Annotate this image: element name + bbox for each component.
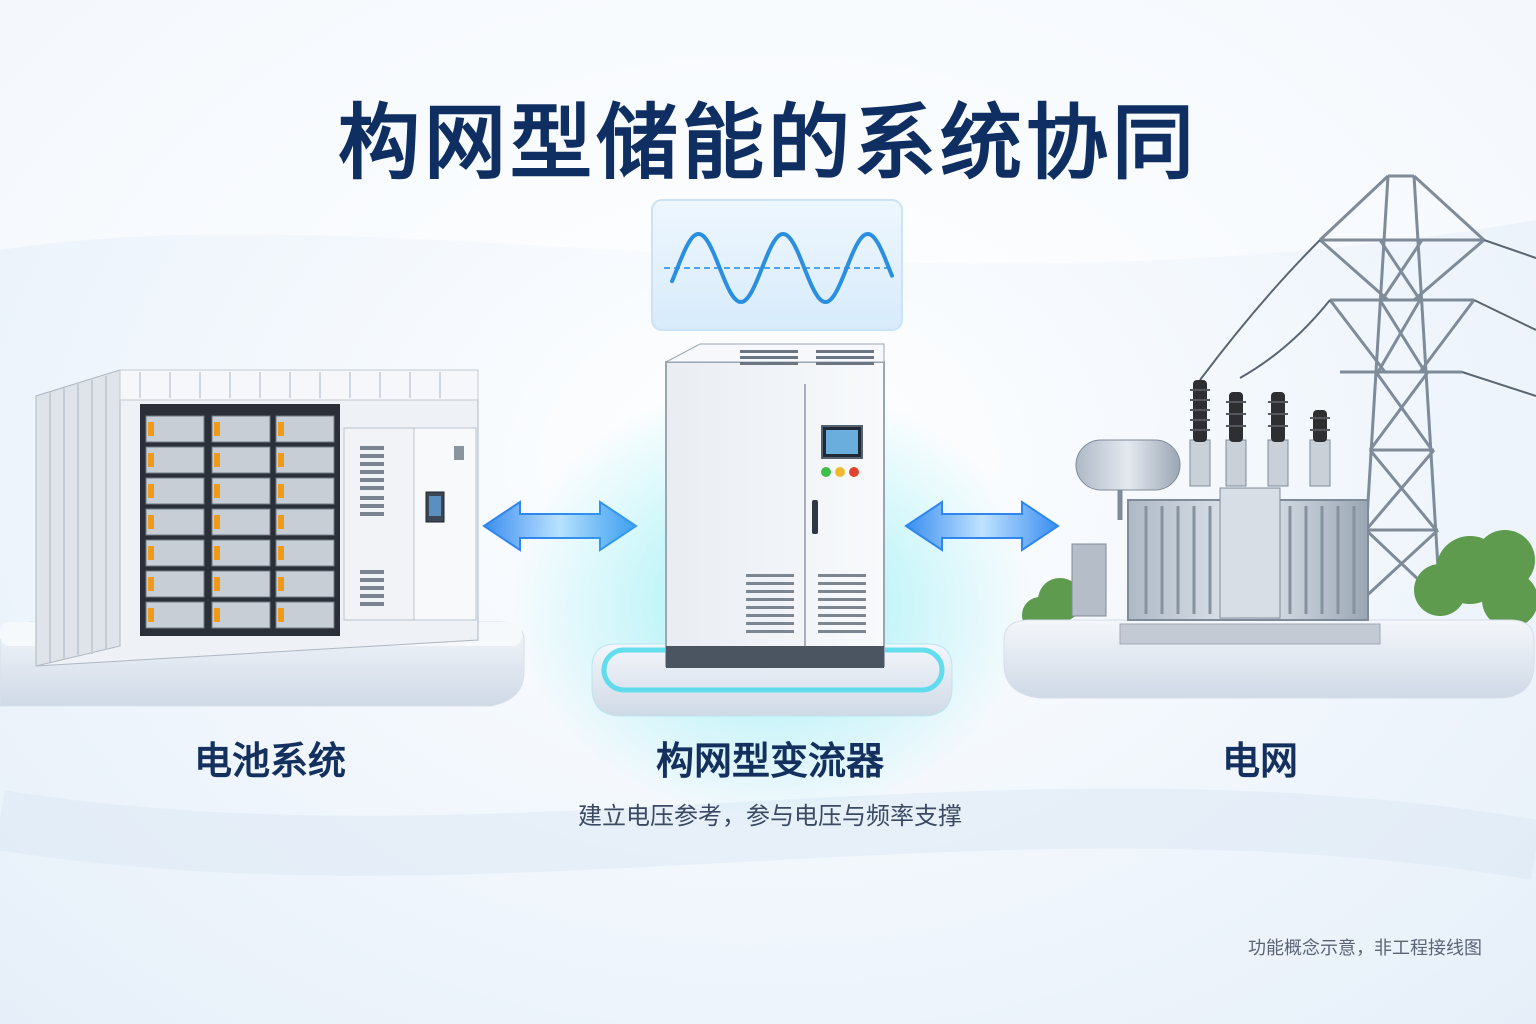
battery-module: [145, 570, 205, 598]
battery-module-terminal: [278, 577, 284, 591]
battery-module: [145, 508, 205, 536]
transformer-icon: [1003, 380, 1535, 699]
shrubbery: [1022, 530, 1536, 633]
battery-module-terminal: [278, 484, 284, 498]
battery-module: [211, 415, 271, 443]
battery-module-terminal: [214, 546, 220, 560]
battery-module: [275, 508, 335, 536]
battery-module: [145, 446, 205, 474]
battery-module: [211, 539, 271, 567]
battery-module: [211, 570, 271, 598]
battery-module-terminal: [148, 422, 154, 436]
battery-module-terminal: [148, 453, 154, 467]
battery-module-terminal: [148, 577, 154, 591]
sine-wave-icon: [651, 199, 903, 331]
battery-module: [275, 477, 335, 505]
battery-module: [275, 539, 335, 567]
battery-module-terminal: [148, 608, 154, 622]
battery-module-terminal: [278, 546, 284, 560]
battery-module-terminal: [214, 453, 220, 467]
battery-module-terminal: [214, 484, 220, 498]
battery-module-terminal: [278, 453, 284, 467]
battery-module-terminal: [214, 515, 220, 529]
battery-module-terminal: [278, 608, 284, 622]
converter-description: 建立电压参考，参与电压与频率支撑: [578, 802, 962, 830]
battery-module: [275, 446, 335, 474]
converter-label: 构网型变流器: [655, 739, 884, 783]
battery-module: [211, 601, 271, 629]
battery-module: [275, 601, 335, 629]
bidirectional-arrow-icon: [904, 500, 1060, 552]
battery-module: [211, 477, 271, 505]
battery-module: [275, 415, 335, 443]
battery-module: [275, 570, 335, 598]
battery-module: [145, 415, 205, 443]
battery-module-terminal: [148, 546, 154, 560]
battery-module-terminal: [148, 484, 154, 498]
transmission-tower-icon: [1199, 174, 1536, 602]
page-title: 构网型储能的系统协同: [337, 96, 1198, 191]
battery-module-terminal: [278, 515, 284, 529]
battery-system-label: 电池系统: [193, 739, 346, 783]
battery-module-terminal: [148, 515, 154, 529]
battery-module: [145, 601, 205, 629]
battery-module: [211, 446, 271, 474]
battery-module-terminal: [214, 422, 220, 436]
grid-label: 电网: [1221, 739, 1298, 783]
battery-module-terminal: [278, 422, 284, 436]
battery-module: [145, 477, 205, 505]
footnote: 功能概念示意，非工程接线图: [1248, 938, 1482, 959]
grid-forming-converter-cabinet-icon: [512, 343, 1032, 820]
battery-module: [145, 539, 205, 567]
battery-module: [211, 508, 271, 536]
battery-container-icon: [0, 369, 525, 707]
battery-module-terminal: [214, 577, 220, 591]
battery-module-terminal: [214, 608, 220, 622]
